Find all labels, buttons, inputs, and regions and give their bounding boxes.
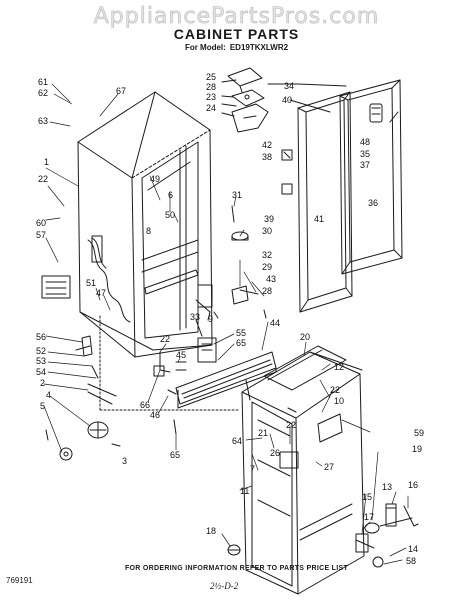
callout: 53 xyxy=(36,356,46,366)
callout: 46 xyxy=(150,410,160,420)
small-brackets xyxy=(281,103,383,195)
callout: 59 xyxy=(414,428,424,438)
callout: 26 xyxy=(270,448,280,458)
callout: 22 xyxy=(286,420,296,430)
callout: 28 xyxy=(262,286,272,296)
callout: 45 xyxy=(176,350,186,360)
callout: 42 xyxy=(262,140,272,150)
callout: 60 xyxy=(36,218,46,228)
callout: 19 xyxy=(412,444,422,454)
callout: 18 xyxy=(206,526,216,536)
callout: 43 xyxy=(266,274,276,284)
callout: 9 xyxy=(208,314,213,324)
callout: 51 xyxy=(86,278,96,288)
callout: 13 xyxy=(382,482,392,492)
callout: 62 xyxy=(38,88,48,98)
callout: 66 xyxy=(140,400,150,410)
callout: 50 xyxy=(165,210,175,220)
callout-numbers: 25 28 23 24 34 40 48 35 37 42 38 39 41 3… xyxy=(36,72,424,566)
cabinet-body xyxy=(41,91,213,358)
callout: 24 xyxy=(206,103,216,113)
callout: 35 xyxy=(360,149,370,159)
callout: 65 xyxy=(236,338,246,348)
callout: 40 xyxy=(282,95,292,105)
model-prefix: For Model: xyxy=(184,43,226,52)
callout: 47 xyxy=(96,288,106,298)
callout: 65 xyxy=(170,450,180,460)
callout: 57 xyxy=(36,230,46,240)
callout: 17 xyxy=(364,512,374,522)
callout: 67 xyxy=(116,86,126,96)
callout: 33 xyxy=(190,312,200,322)
callout: 10 xyxy=(334,396,344,406)
callout: 22 xyxy=(160,334,170,344)
callout: 25 xyxy=(206,72,216,82)
callout: 39 xyxy=(264,214,274,224)
callout: 41 xyxy=(314,214,324,224)
callout: 54 xyxy=(36,367,46,377)
hinge-pin-parts xyxy=(231,205,249,241)
roller-assembly xyxy=(45,315,241,461)
callout: 44 xyxy=(270,318,280,328)
callout: 63 xyxy=(38,116,48,126)
callout: 27 xyxy=(324,462,334,472)
callout: 48 xyxy=(360,137,370,147)
callout: 31 xyxy=(232,190,242,200)
document-code: 769191 xyxy=(6,576,33,585)
callout: 11 xyxy=(240,486,249,496)
callout: 32 xyxy=(262,250,272,260)
callout: 38 xyxy=(262,152,272,162)
callout: 8 xyxy=(146,226,151,236)
model-number: ED19TKXLWR2 xyxy=(229,43,289,52)
callout: 34 xyxy=(284,81,294,91)
callout: 1 xyxy=(44,157,49,167)
callout: 61 xyxy=(38,77,48,87)
callout: 22 xyxy=(330,385,340,395)
door-gasket-right xyxy=(339,79,403,275)
leader-lines xyxy=(43,83,409,565)
callout: 23 xyxy=(206,92,216,102)
callout: 37 xyxy=(360,160,370,170)
callout: 4 xyxy=(46,390,51,400)
callout: 16 xyxy=(408,480,418,490)
handwritten-note: 2½-D-2 xyxy=(210,581,239,591)
top-hinge-assembly xyxy=(221,67,269,133)
callout: 28 xyxy=(206,82,216,92)
callout: 3 xyxy=(122,456,127,466)
page-title: CABINET PARTS xyxy=(173,26,300,42)
grille-assembly xyxy=(175,337,277,409)
callout: 2 xyxy=(40,378,45,388)
callout: 64 xyxy=(232,436,242,446)
callout: 29 xyxy=(262,262,272,272)
callout: 52 xyxy=(36,346,46,356)
misc-left-parts xyxy=(75,335,187,435)
callout: 7 xyxy=(250,464,255,474)
ordering-note: FOR ORDERING INFORMATION REFER TO PARTS … xyxy=(124,565,349,572)
callout: 56 xyxy=(36,332,46,342)
callout: 20 xyxy=(300,332,310,342)
callout: 5 xyxy=(40,401,45,411)
model-line: For Model:ED19TKXLWR2 xyxy=(0,43,473,52)
callout: 15 xyxy=(362,492,372,502)
watermark: AppliancePartsPros.com xyxy=(93,4,380,30)
callout: 49 xyxy=(150,174,160,184)
callout: 14 xyxy=(408,544,418,554)
lower-hinge-parts xyxy=(231,285,267,319)
callout: 22 xyxy=(38,174,48,184)
callout: 12 xyxy=(334,362,344,372)
callout: 6 xyxy=(168,190,173,200)
callout: 36 xyxy=(368,198,378,208)
callout: 58 xyxy=(406,556,416,566)
misc-right-parts xyxy=(227,407,419,568)
callout: 30 xyxy=(262,226,272,236)
callout: 55 xyxy=(236,328,246,338)
door-gasket-left xyxy=(297,91,353,313)
refrigerator-door xyxy=(241,345,365,595)
callout: 21 xyxy=(258,428,268,438)
